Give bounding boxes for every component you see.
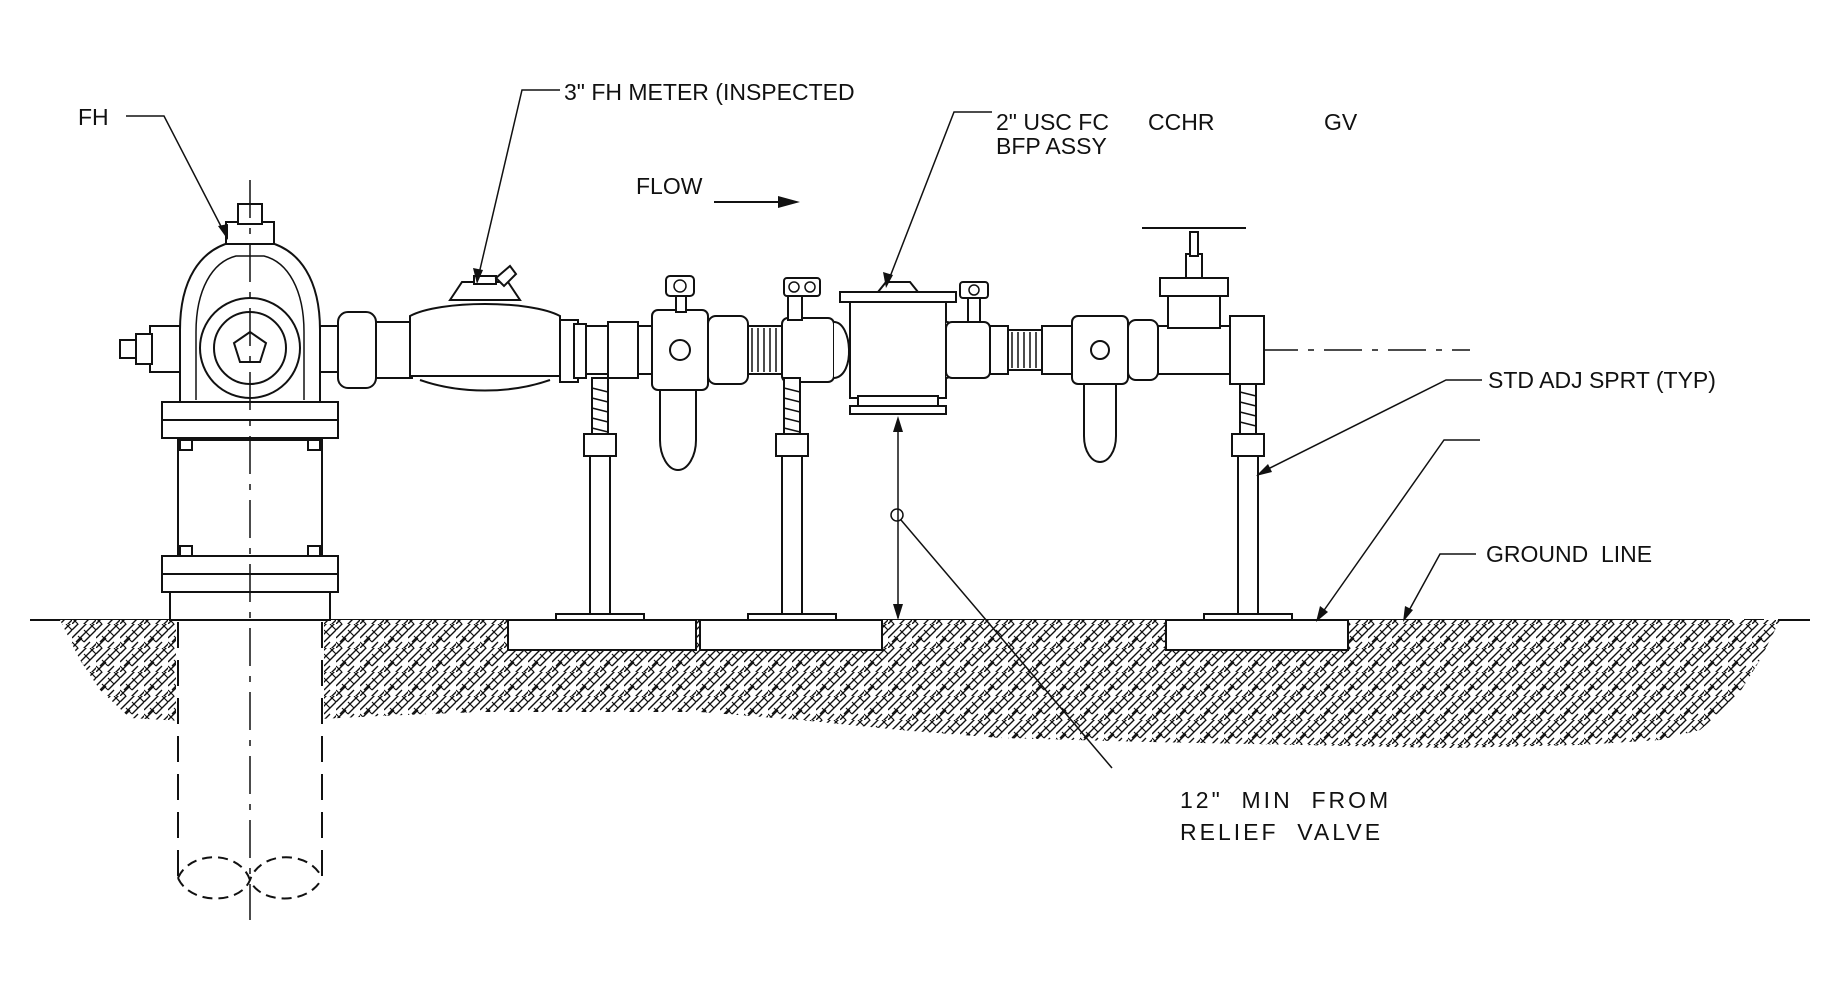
label-fh: FH bbox=[78, 104, 109, 130]
leader-lines bbox=[126, 89, 1482, 622]
concrete-pad-1 bbox=[507, 619, 697, 651]
relief-valve-clearance-dimension bbox=[890, 416, 1113, 769]
label-min-line2: RELIEF VALVE bbox=[1180, 819, 1383, 845]
fire-hydrant bbox=[119, 180, 341, 920]
spool-coupling-3 bbox=[1007, 325, 1073, 375]
fh-meter bbox=[409, 264, 587, 392]
hydrant-coupling bbox=[337, 311, 413, 389]
label-usc-line2: BFP ASSY bbox=[996, 133, 1107, 159]
label-usc-line1: 2" USC FC bbox=[996, 109, 1109, 135]
label-flow: FLOW bbox=[636, 173, 703, 199]
spool-coupling-2 bbox=[707, 315, 783, 385]
support-2 bbox=[747, 377, 837, 621]
inlet-ball-valve bbox=[651, 275, 709, 472]
gate-valve bbox=[1142, 227, 1265, 385]
outlet-ball-valve bbox=[1071, 315, 1159, 464]
bfp-assembly bbox=[781, 277, 1009, 415]
label-std-adj-sprt: STD ADJ SPRT (TYP) bbox=[1488, 367, 1716, 393]
adjustable-supports bbox=[555, 377, 1293, 621]
label-cchr: CCHR bbox=[1148, 109, 1214, 135]
label-gv: GV bbox=[1324, 109, 1358, 135]
label-ground-line: GROUND LINE bbox=[1486, 541, 1652, 567]
label-meter: 3" FH METER (INSPECTED bbox=[564, 79, 855, 105]
concrete-pad-2 bbox=[699, 619, 883, 651]
support-1 bbox=[555, 377, 645, 621]
support-3 bbox=[1203, 383, 1293, 621]
concrete-pad-3 bbox=[1165, 619, 1349, 651]
spool-coupling-1 bbox=[585, 321, 653, 379]
soil-hatch bbox=[60, 620, 1780, 748]
label-min-line1: 12" MIN FROM bbox=[1180, 787, 1391, 813]
flow-arrow bbox=[714, 196, 800, 208]
labels: FH 3" FH METER (INSPECTED 2" USC FC BFP … bbox=[78, 79, 1716, 845]
